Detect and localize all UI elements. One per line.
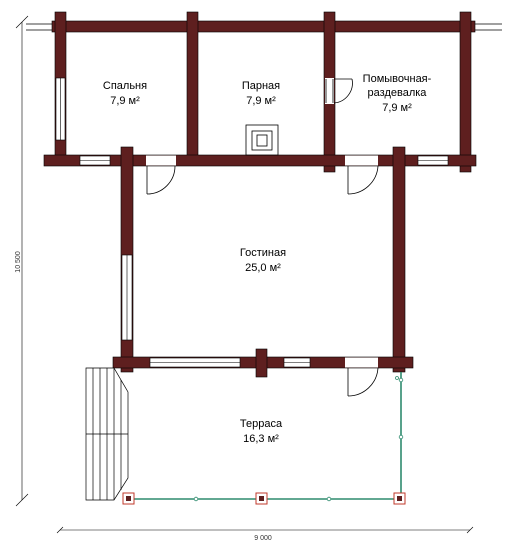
top-guide-lines [26,23,502,31]
door-openings [146,78,378,368]
stove [245,124,279,156]
living-room-name: Гостиная [240,247,286,259]
bedroom-area: 7,9 м² [110,95,140,107]
terrace-area: 16,3 м² [243,433,279,445]
terrace-corner-post-inner [126,496,402,501]
width-dimension-label: 9 000 [254,535,272,542]
terrace-name: Терраса [240,418,283,430]
wash-room-area: 7,9 м² [382,102,412,114]
steam-room-area: 7,9 м² [246,95,276,107]
windows [55,77,449,368]
width-dimension [56,526,474,534]
wash-room-name-line2: раздевалка [368,87,428,99]
doors [146,78,379,397]
steam-room-name: Парная [242,80,280,92]
entrance-stairs [85,367,129,501]
height-dimension-label: 10 500 [15,251,22,273]
wash-room-name-line1: Помывочная- [363,73,432,85]
walls [43,11,477,378]
bedroom-name: Спальня [103,80,147,92]
living-room-area: 25,0 м² [245,262,281,274]
height-dimension [15,15,29,507]
railing-posts [193,376,404,502]
